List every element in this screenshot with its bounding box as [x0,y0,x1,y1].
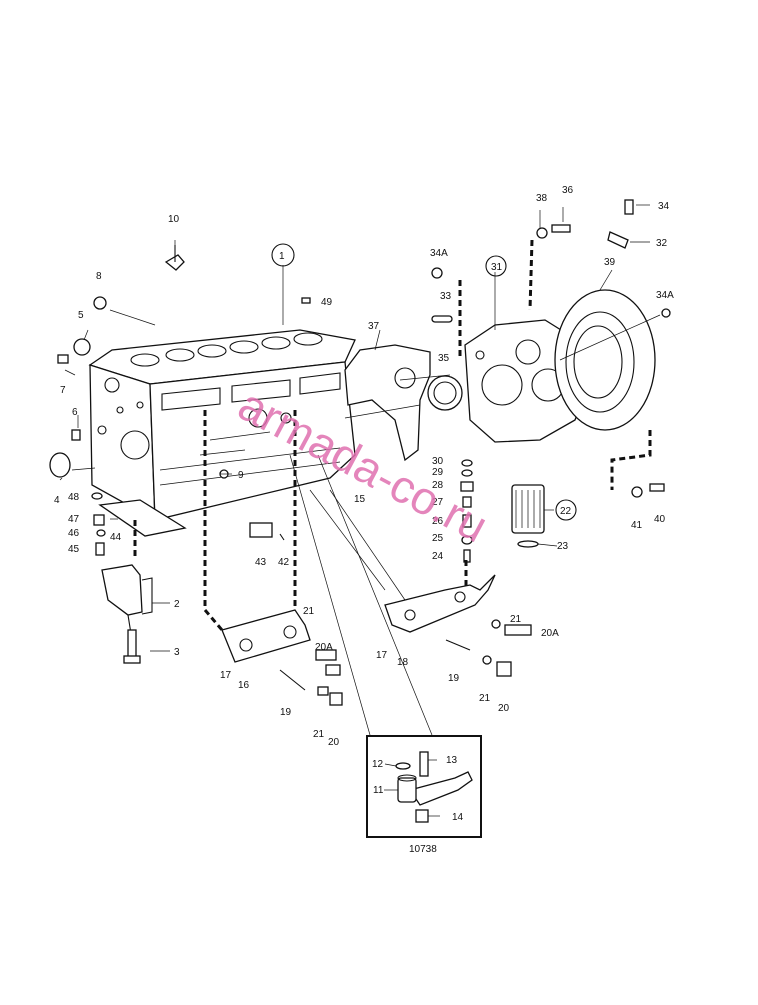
oil-bracket [384,574,496,633]
callout-9: 9 [238,470,244,481]
callout-37: 37 [368,321,380,332]
callout-44: 44 [110,532,122,543]
callout-46: 46 [68,528,80,539]
flywheel-housing [554,289,656,431]
callout-32: 32 [656,238,668,249]
callout-49: 49 [321,297,333,308]
timing-gasket [344,344,431,462]
callout-20b: 20 [498,703,510,714]
callout-41: 41 [631,520,643,531]
plug [73,338,91,356]
callout-22: 22 [560,506,572,517]
callout-40: 40 [654,514,666,525]
stud [279,669,306,691]
callout-34A-a: 34A [430,248,448,259]
callout-25: 25 [432,533,444,544]
callout-30: 30 [432,456,444,467]
callout-21d: 21 [479,693,491,704]
callout-7: 7 [60,385,66,396]
callout-48: 48 [68,492,80,503]
leader-lines [59,204,661,736]
callout-29: 29 [432,467,444,478]
callout-4: 4 [54,495,60,506]
inset-callout-11: 11 [373,785,384,796]
callout-45: 45 [68,544,80,555]
callout-17a: 17 [220,670,232,681]
callout-20A-a: 20A [315,642,333,653]
figure-number: 10738 [409,844,437,855]
callout-34: 34 [658,201,670,212]
callout-20A-b: 20A [541,628,559,639]
inset-detail [366,735,482,838]
callout-23: 23 [557,541,569,552]
callout-19a: 19 [280,707,292,718]
callout-16: 16 [238,680,250,691]
callout-47: 47 [68,514,80,525]
callout-3: 3 [174,647,180,658]
inset-callout-12: 12 [372,759,384,770]
callout-38: 38 [536,193,548,204]
callout-15: 15 [354,494,366,505]
callout-21a: 21 [303,606,315,617]
callout-5: 5 [78,310,84,321]
callout-43: 43 [255,557,267,568]
callout-39: 39 [604,257,616,268]
inset-callout-13: 13 [446,755,458,766]
oil-filter [511,484,545,548]
callout-18: 18 [397,657,409,668]
bearing-cap [101,564,153,664]
seal-ring [49,452,71,478]
callout-42: 42 [278,557,290,568]
callout-35: 35 [438,353,450,364]
inset-callout-14: 14 [452,812,464,823]
callout-2: 2 [174,599,180,610]
callout-19b: 19 [448,673,460,684]
callout-17b: 17 [376,650,388,661]
callout-labels: 1 2 3 4 5 6 7 8 9 10 15 16 17 17 18 19 1… [54,185,674,855]
cover-plate-left [221,609,311,663]
callout-28: 28 [432,480,444,491]
engine-block [88,329,356,522]
oil-pan-gasket [98,499,187,537]
callout-8: 8 [96,271,102,282]
callout-21c: 21 [510,614,522,625]
callout-33: 33 [440,291,452,302]
callout-36: 36 [562,185,574,196]
relief-valve-parts [460,459,474,563]
assembly-lines [133,239,652,631]
callout-6: 6 [72,407,78,418]
crank-seal [427,375,463,411]
callout-27: 27 [432,497,444,508]
callout-31: 31 [491,262,503,273]
callout-1: 1 [279,251,285,262]
callout-26: 26 [432,516,444,527]
callout-20a: 20 [328,737,340,748]
callout-24: 24 [432,551,444,562]
callout-10: 10 [168,214,180,225]
callout-21b: 21 [313,729,325,740]
callout-34A-b: 34A [656,290,674,301]
